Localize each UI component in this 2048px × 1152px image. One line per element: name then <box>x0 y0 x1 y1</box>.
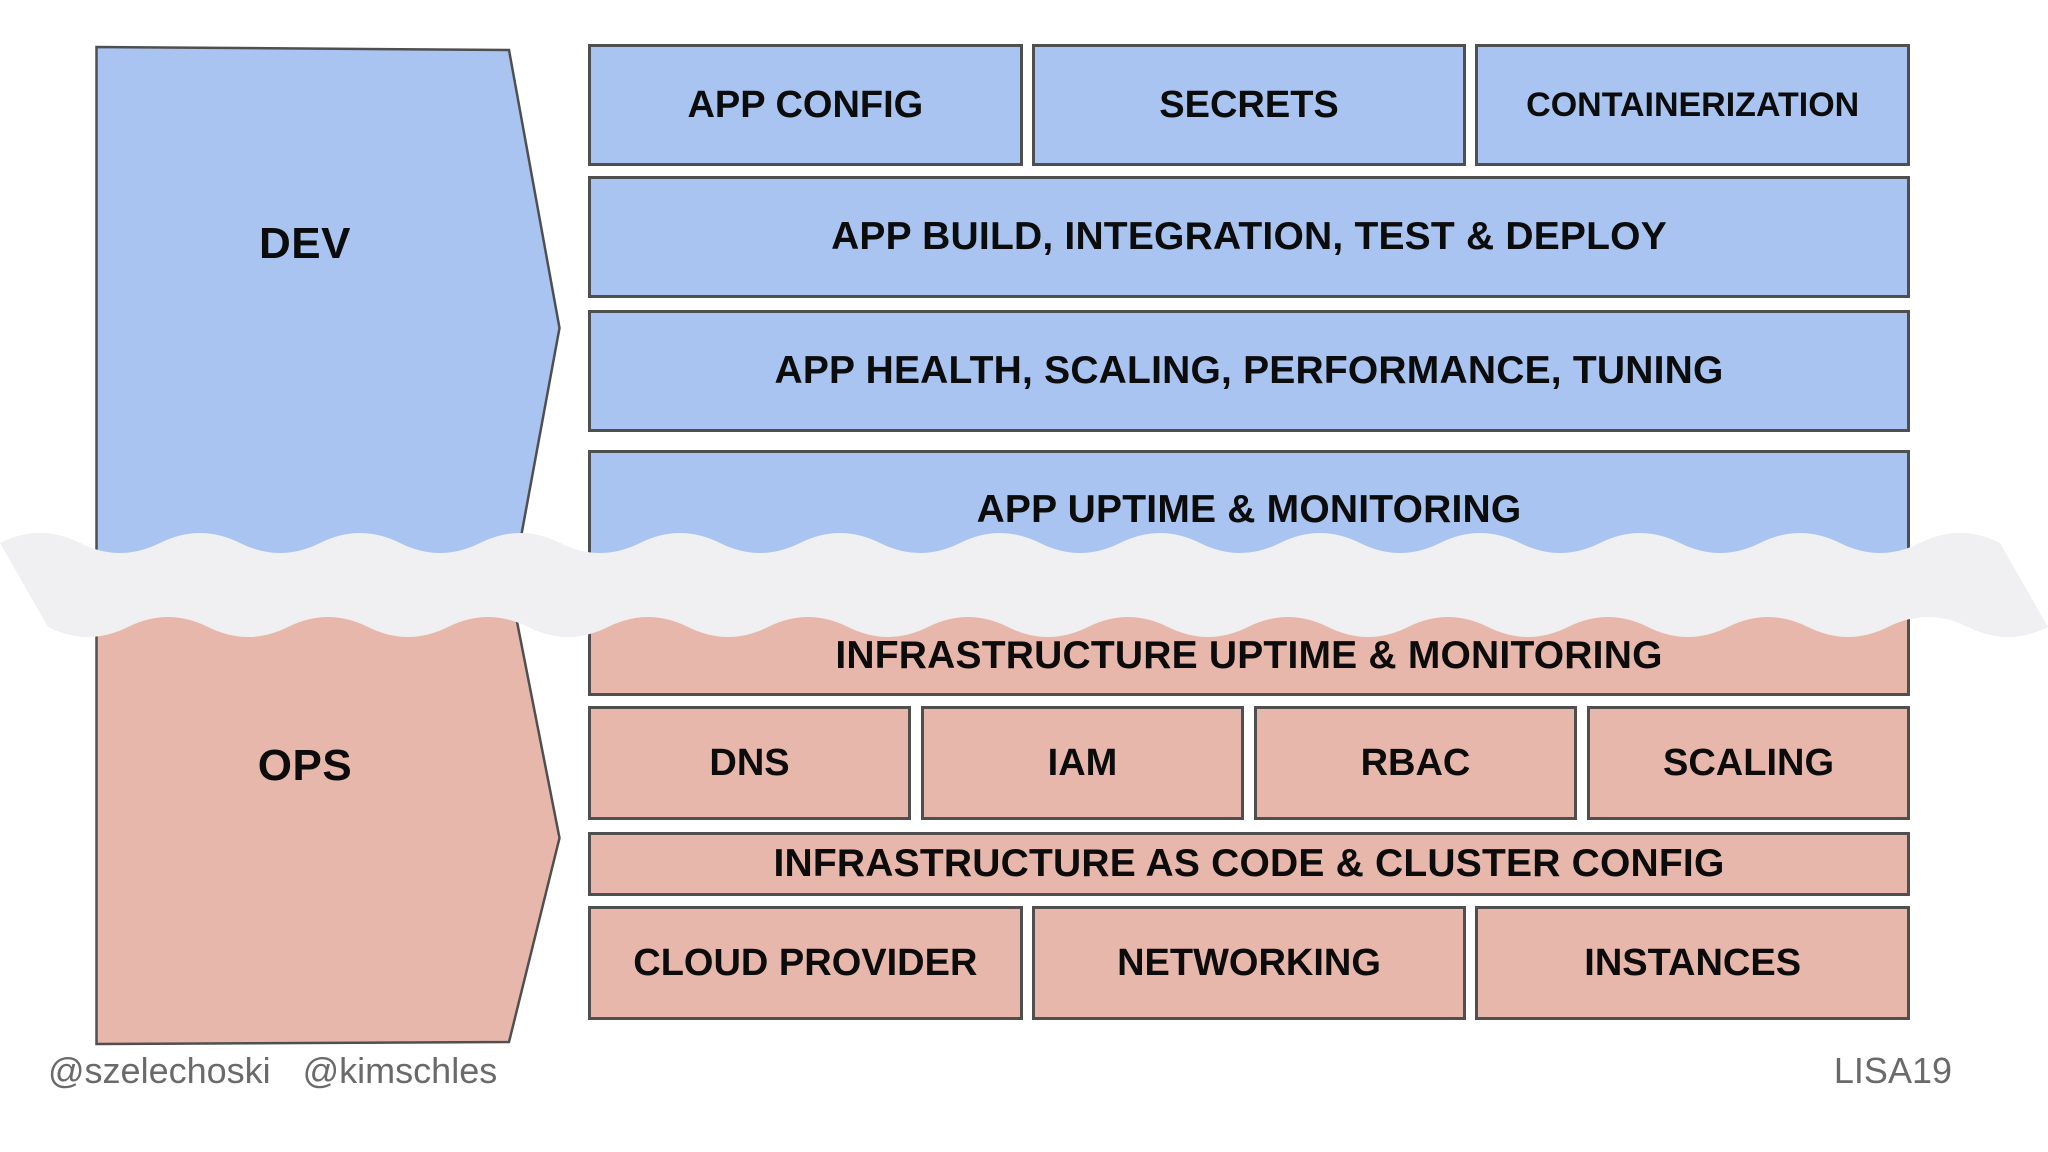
box-rbac: RBAC <box>1254 706 1577 820</box>
box-infrastructure-uptime-monitoring: INFRASTRUCTURE UPTIME & MONITORING <box>588 600 1910 696</box>
dev-label: DEV <box>259 219 351 268</box>
box-app-config: APP CONFIG <box>588 44 1023 166</box>
box-app-health-scaling-performance-tuning: APP HEALTH, SCALING, PERFORMANCE, TUNING <box>588 310 1910 432</box>
box-cloud-provider: CLOUD PROVIDER <box>588 906 1023 1020</box>
ops-bottom-row: CLOUD PROVIDER NETWORKING INSTANCES <box>588 906 1911 1020</box>
box-networking: NETWORKING <box>1031 906 1467 1020</box>
credit-handle-2: @kimschles <box>302 1050 498 1091</box>
box-app-build-integration-test-deploy: APP BUILD, INTEGRATION, TEST & DEPLOY <box>588 176 1910 298</box>
dev-top-row: APP CONFIG SECRETS CONTAINERIZATION <box>588 44 1911 166</box>
box-instances: INSTANCES <box>1475 906 1911 1020</box>
dev-arrow-shape <box>95 45 561 607</box>
ops-label: OPS <box>257 741 353 790</box>
footer-credits: @szelechoski @kimschles <box>48 1050 497 1092</box>
box-scaling: SCALING <box>1587 706 1910 820</box>
box-infrastructure-as-code-cluster-config: INFRASTRUCTURE AS CODE & CLUSTER CONFIG <box>588 832 1910 896</box>
box-secrets: SECRETS <box>1031 44 1467 166</box>
box-app-uptime-monitoring: APP UPTIME & MONITORING <box>588 450 1910 570</box>
credit-handle-1: @szelechoski <box>48 1050 271 1091</box>
dev-arrow <box>95 45 561 607</box>
box-containerization: CONTAINERIZATION <box>1475 44 1911 166</box>
ops-mid-row: DNS IAM RBAC SCALING <box>588 706 1910 820</box>
box-dns: DNS <box>588 706 911 820</box>
event-label: LISA19 <box>1833 1050 1952 1091</box>
box-iam: IAM <box>921 706 1244 820</box>
